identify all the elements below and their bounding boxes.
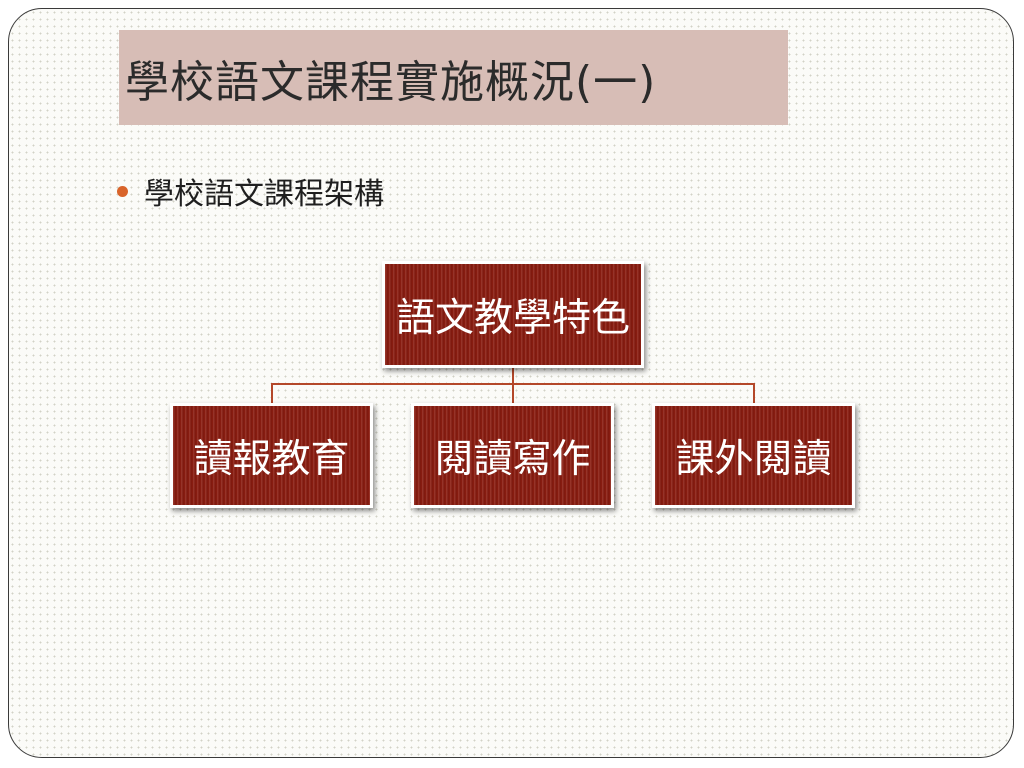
org-node-child-2-label: 閱讀寫作: [434, 436, 591, 482]
bullet-dot-icon: [117, 185, 128, 197]
org-node-child-2: 閱讀寫作: [411, 403, 614, 508]
slide: 學校語文課程實施概況(一) 學校語文課程架構 語文教學特色 讀報教育 閱讀寫作 …: [8, 8, 1014, 758]
org-node-root: 語文教學特色: [382, 261, 644, 368]
org-node-child-1: 讀報教育: [170, 403, 373, 508]
connector-child-3: [753, 383, 755, 405]
slide-title: 學校語文課程實施概況(一): [125, 56, 657, 108]
bullet-text: 學校語文課程架構: [144, 177, 384, 212]
org-node-child-3-label: 課外閱讀: [675, 436, 832, 482]
org-node-child-3: 課外閱讀: [652, 403, 855, 508]
bullet-item: 學校語文課程架構: [117, 169, 384, 213]
title-banner: 學校語文課程實施概況(一): [119, 30, 788, 125]
connector-child-2: [512, 383, 514, 405]
connector-root-stem: [512, 368, 514, 384]
connector-child-1: [271, 383, 273, 405]
org-node-root-label: 語文教學特色: [395, 295, 630, 341]
org-node-child-1-label: 讀報教育: [193, 436, 350, 482]
